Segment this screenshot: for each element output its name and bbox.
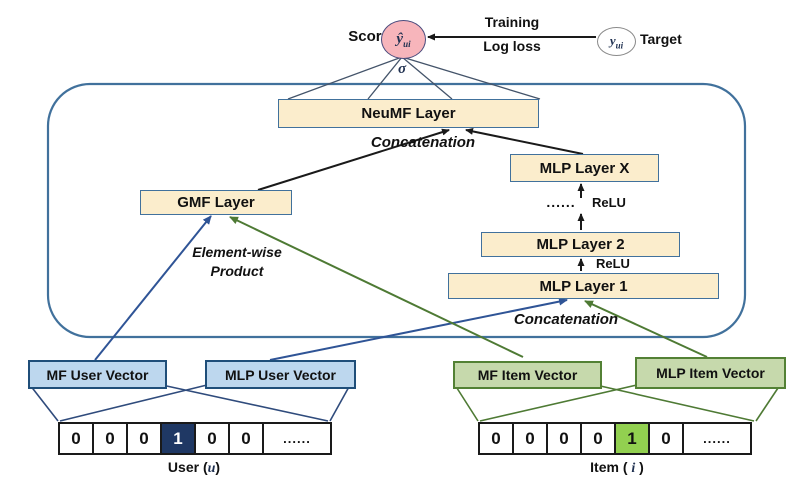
product-line: Product	[210, 263, 264, 279]
mlp-item-vector-label: MLP Item Vector	[656, 365, 765, 381]
y-symbol: yui	[609, 32, 624, 51]
black-arrows	[257, 33, 596, 271]
mlp-layer-1-box: MLP Layer 1	[448, 273, 719, 299]
mlp-layer-x-box: MLP Layer X	[510, 154, 659, 182]
mlp-item-vector-box: MLP Item Vector	[635, 357, 786, 389]
user-label-prefix: User (	[167, 459, 208, 475]
user-cell: 0	[194, 422, 230, 455]
concatenation-top-label: Concatenation	[370, 134, 476, 151]
mf-user-vector-label: MF User Vector	[46, 366, 149, 383]
user-cell: 0	[228, 422, 264, 455]
item-onehot-vector: 0 0 0 0 1 0 ......	[478, 422, 752, 455]
element-wise-line: Element-wise	[192, 244, 282, 260]
mlp-layer-2-label: MLP Layer 2	[536, 236, 625, 253]
item-path-arrows	[229, 216, 708, 358]
user-cell: 0	[126, 422, 162, 455]
mlp-layer-2-box: MLP Layer 2	[481, 232, 680, 257]
user-onehot-vector: 0 0 0 1 0 0 ......	[58, 422, 332, 455]
user-input-label: User (u)	[110, 459, 278, 477]
training-label: Training	[484, 14, 540, 30]
relu-dots-label: ......	[546, 194, 576, 210]
sigma-fan-lines	[287, 56, 541, 100]
item-cell-hot: 1	[614, 422, 650, 455]
gmf-layer-box: GMF Layer	[140, 190, 292, 215]
neumf-layer-box: NeuMF Layer	[278, 99, 539, 128]
concatenation-bottom-label: Concatenation	[513, 311, 619, 328]
item-cell: 0	[648, 422, 684, 455]
user-funnel-lines	[29, 384, 351, 422]
log-loss-label: Log loss	[483, 38, 541, 54]
yhat-symbol: ŷui	[396, 30, 411, 49]
item-label-prefix: Item (	[590, 459, 632, 475]
user-variable: u	[207, 461, 216, 476]
item-cell: 0	[512, 422, 548, 455]
mf-user-vector-box: MF User Vector	[28, 360, 167, 389]
item-cell: 0	[580, 422, 616, 455]
relu-lower-label: ReLU	[596, 256, 630, 271]
item-variable: i	[631, 461, 636, 476]
mlp-user-vector-label: MLP User Vector	[224, 366, 336, 383]
user-cell-ellipsis: ......	[262, 422, 332, 455]
target-node: yui	[597, 27, 636, 56]
item-funnel-lines	[454, 384, 781, 422]
sigma-symbol: σ	[397, 61, 407, 77]
mlp-user-vector-box: MLP User Vector	[205, 360, 356, 389]
user-path-arrows	[94, 215, 568, 361]
predicted-score-node: ŷui	[381, 20, 426, 59]
item-cell-ellipsis: ......	[682, 422, 752, 455]
item-label-suffix: )	[635, 459, 644, 475]
user-cell: 0	[58, 422, 94, 455]
item-cell: 0	[546, 422, 582, 455]
mf-item-vector-label: MF Item Vector	[477, 367, 578, 383]
score-label: Score	[348, 28, 390, 45]
element-wise-product-label: Element-wise Product	[172, 243, 302, 281]
item-input-label: Item ( i )	[530, 459, 704, 477]
item-cell: 0	[478, 422, 514, 455]
user-label-suffix: )	[215, 459, 221, 475]
user-cell-hot: 1	[160, 422, 196, 455]
mlp-layer-x-label: MLP Layer X	[539, 159, 630, 177]
user-cell: 0	[92, 422, 128, 455]
target-label: Target	[640, 31, 682, 47]
model-enclosure-outline	[46, 82, 747, 339]
mf-item-vector-box: MF Item Vector	[453, 361, 602, 389]
gmf-layer-label: GMF Layer	[177, 194, 255, 211]
relu-upper-label: ReLU	[592, 195, 626, 210]
mlp-layer-1-label: MLP Layer 1	[539, 277, 628, 295]
neumf-layer-label: NeuMF Layer	[361, 105, 456, 122]
